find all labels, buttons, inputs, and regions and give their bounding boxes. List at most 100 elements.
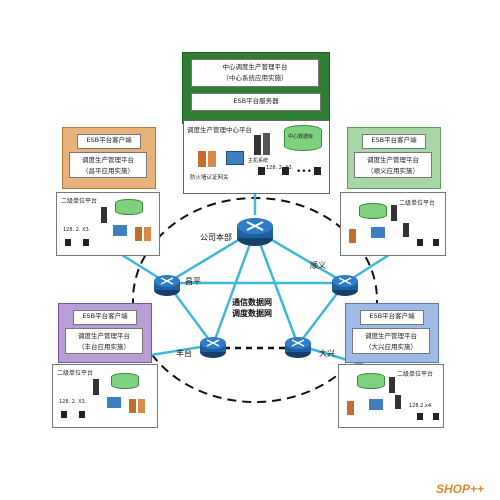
switch-icon — [369, 399, 383, 410]
computer-icon — [282, 167, 289, 175]
server-icon — [263, 133, 270, 155]
computer-icon — [314, 167, 321, 175]
center-site-panel: 调度生产管理中心平台 中心数据库 主机系统 防火墙认证网关 128. 2. X3… — [183, 120, 330, 194]
center-title-box: 中心调度生产管理平台 （中心系统应用实施） — [191, 59, 319, 87]
computer-icon — [433, 413, 439, 420]
router-daxing — [285, 337, 311, 358]
switch-icon — [226, 151, 244, 165]
computer-icon — [79, 411, 85, 418]
computer-icon — [65, 239, 71, 246]
shunyi-body-box: 调度生产管理平台 （顺义应用实施） — [354, 152, 432, 178]
changping-body-box: 调度生产管理平台 （昌平应用实施） — [69, 152, 147, 178]
center-platform-box: 中心调度生产管理平台 （中心系统应用实施） ESB平台服务器 — [182, 52, 330, 124]
subplatform-left-top: 二级单位平台 128. 2. X3. — [56, 192, 160, 256]
changping-line1: 调度生产管理平台 — [82, 156, 134, 164]
fengtai-body-box: 调度生产管理平台 （丰台应用实施） — [65, 328, 143, 354]
database-icon — [115, 199, 143, 215]
firewall-icon — [349, 229, 356, 243]
router-shunyi — [332, 275, 358, 296]
subplatform-right-top-label: 二级单位平台 — [399, 200, 436, 207]
watermark: SHOP++ — [436, 482, 485, 496]
server-icon — [395, 395, 401, 409]
firewall-icon — [135, 227, 142, 241]
db-label: 中心数据库 — [288, 134, 314, 140]
label-shunyi: 顺义 — [310, 261, 326, 270]
computer-icon — [61, 411, 67, 418]
firewall-icon — [198, 151, 206, 167]
firewall-icon — [129, 399, 136, 413]
server-icon — [391, 205, 397, 221]
firewall-icon — [208, 151, 216, 167]
fengtai-header: ESB平台客户端 — [82, 312, 128, 320]
shunyi-line2: （顺义应用实施） — [367, 167, 419, 175]
link-hq-fengtai — [211, 229, 257, 346]
subplatform-left-bottom-label: 二级单位平台 — [57, 370, 94, 377]
database-icon — [359, 203, 387, 219]
database-icon — [357, 373, 385, 389]
daxing-header: ESB平台客户端 — [369, 312, 415, 320]
computer-icon — [417, 239, 423, 246]
subplatform-left-bottom: 二级单位平台 128. 2. X3. — [52, 364, 158, 428]
changping-header-box: ESB平台客户端 — [77, 134, 141, 149]
subplatform-left-top-ip: 128. 2. X3. — [63, 227, 91, 233]
computer-icon — [433, 239, 439, 246]
router-hq — [237, 218, 273, 246]
label-fengtai: 丰台 — [176, 349, 192, 358]
server-label: 主机系统 — [248, 158, 269, 164]
subplatform-right-bottom-ip: 128.2.x4. — [409, 403, 433, 409]
center-ip: 128. 2. X3. — [266, 165, 294, 171]
server-icon — [403, 223, 409, 237]
label-changping: 昌平 — [185, 277, 201, 286]
computer-icon — [258, 167, 265, 175]
computer-icon — [83, 239, 89, 246]
label-daxing: 大兴 — [319, 349, 335, 358]
subplatform-left-bottom-ip: 128. 2. X3. — [59, 399, 87, 405]
shunyi-header-box: ESB平台客户端 — [362, 134, 426, 149]
link-hq-daxing — [253, 229, 300, 346]
shunyi-line1: 调度生产管理平台 — [367, 156, 419, 164]
fengtai-header-box: ESB平台客户端 — [73, 310, 137, 325]
center-title: 中心调度生产管理平台 — [222, 63, 288, 71]
center-platform-label: 调度生产管理中心平台 — [187, 126, 252, 134]
computer-icon — [417, 413, 423, 420]
client-box-changping: ESB平台客户端 调度生产管理平台 （昌平应用实施） — [62, 127, 156, 189]
firewall-icon — [347, 401, 354, 415]
label-network-line2: 调度数据网 — [232, 309, 272, 318]
firewall-label: 防火墙认证网关 — [190, 175, 229, 181]
fengtai-line2: （丰台应用实施） — [78, 343, 130, 351]
daxing-header-box: ESB平台客户端 — [360, 310, 424, 325]
database-icon — [284, 125, 322, 151]
changping-line2: （昌平应用实施） — [82, 167, 134, 175]
switch-icon — [371, 227, 385, 238]
daxing-line1: 调度生产管理平台 — [365, 332, 417, 340]
client-box-fengtai: ESB平台客户端 调度生产管理平台 （丰台应用实施） — [58, 303, 152, 363]
subplatform-right-bottom-label: 二级单位平台 — [397, 371, 434, 378]
esb-server-box: ESB平台服务器 — [191, 93, 321, 111]
switch-icon — [107, 397, 121, 408]
server-icon — [254, 135, 261, 155]
esb-server-label: ESB平台服务器 — [233, 97, 279, 105]
shunyi-header: ESB平台客户端 — [371, 136, 417, 144]
fengtai-line1: 调度生产管理平台 — [78, 332, 130, 340]
client-box-daxing: ESB平台客户端 调度生产管理平台 （大兴应用实施） — [345, 303, 439, 363]
server-icon — [101, 207, 107, 223]
client-box-shunyi: ESB平台客户端 调度生产管理平台 （顺义应用实施） — [347, 127, 441, 189]
label-hq: 公司本部 — [200, 233, 232, 242]
database-icon — [111, 373, 139, 389]
switch-icon — [113, 225, 127, 236]
server-icon — [93, 379, 99, 395]
center-subtitle: （中心系统应用实施） — [222, 74, 288, 82]
router-fengtai — [200, 337, 226, 358]
subplatform-right-top: 二级单位平台 — [340, 192, 446, 256]
subplatform-right-bottom: 二级单位平台 128.2.x4. — [338, 364, 444, 428]
firewall-icon — [138, 399, 145, 413]
daxing-line2: （大兴应用实施） — [365, 343, 417, 351]
label-network-line1: 通信数据网 — [232, 298, 272, 307]
server-icon — [389, 377, 395, 393]
firewall-icon — [144, 227, 151, 241]
subplatform-left-top-label: 二级单位平台 — [61, 198, 98, 205]
router-changping — [154, 275, 180, 296]
changping-header: ESB平台客户端 — [86, 136, 132, 144]
ellipsis-icon: ••• — [296, 167, 312, 177]
